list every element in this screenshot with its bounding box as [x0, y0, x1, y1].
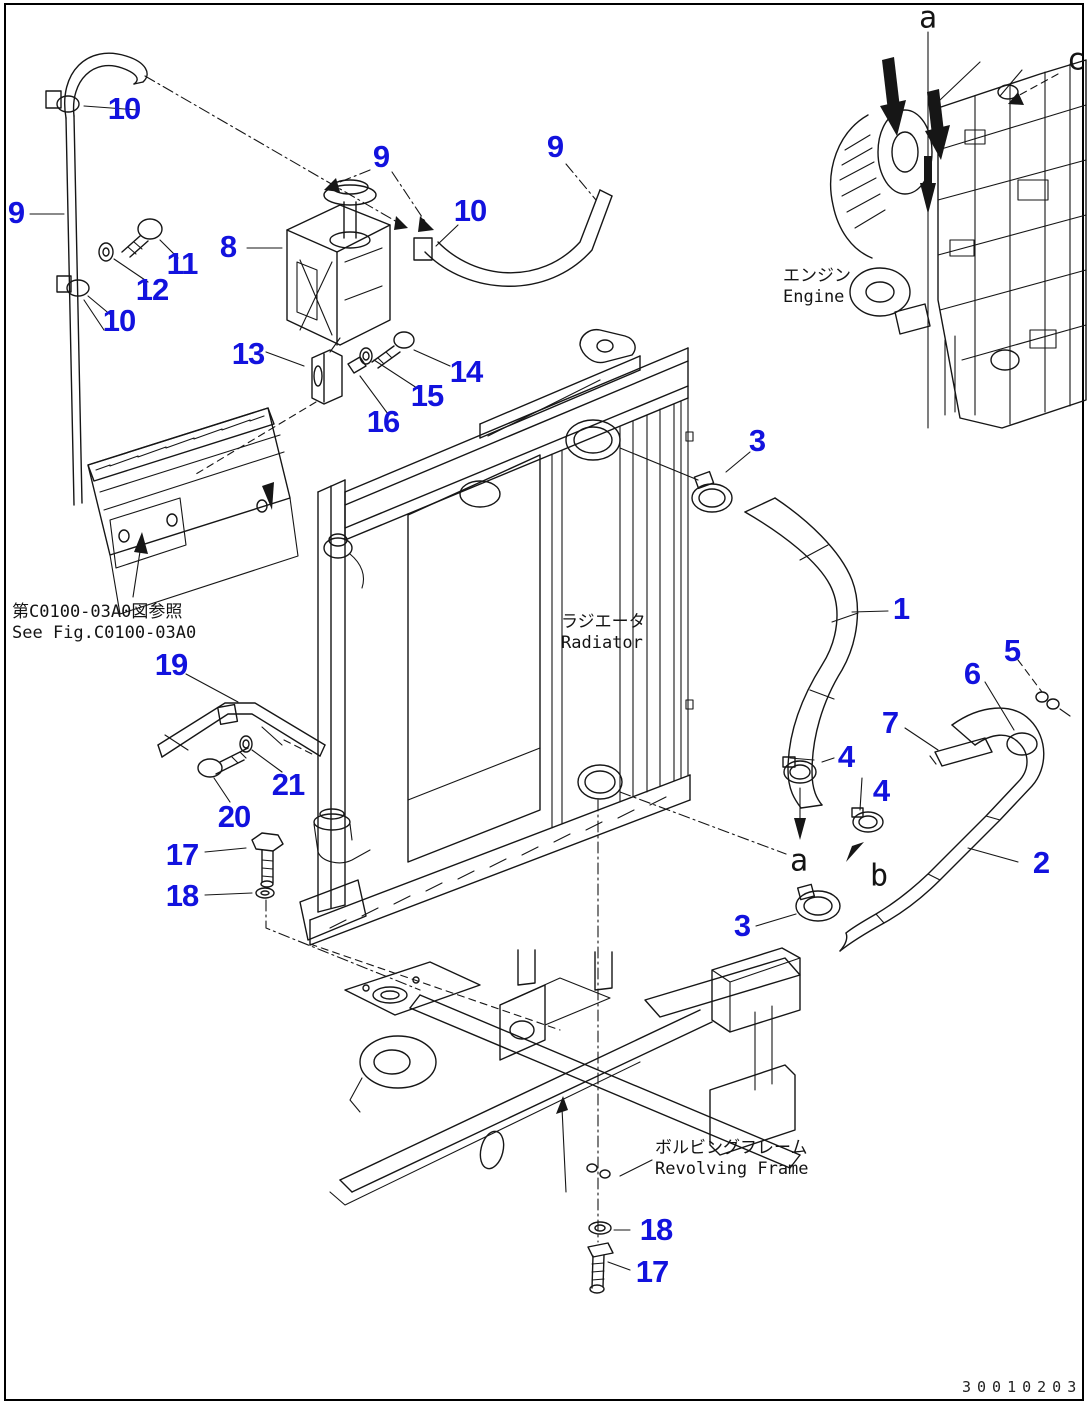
part-callout-4: 4	[837, 739, 855, 774]
ref-letter-b: b	[869, 858, 889, 894]
lower-hose-sketch	[839, 659, 1071, 952]
part-callout-10: 10	[102, 303, 136, 338]
guard-panel-sketch	[87, 407, 299, 615]
part-callout-15: 15	[410, 378, 444, 413]
part-callout-16: 16	[366, 404, 400, 439]
right-tube-sketch	[413, 163, 613, 287]
part-callout-12: 12	[135, 272, 169, 307]
engine-sketch	[829, 31, 1087, 429]
ref-letter-a: a	[918, 0, 938, 36]
part-callout-9: 9	[546, 129, 564, 164]
doc-number: 30010203	[962, 1378, 1083, 1396]
part-callout-18: 18	[639, 1212, 673, 1247]
part-callout-21: 21	[271, 767, 305, 802]
part-callout-14: 14	[449, 354, 483, 389]
ref-letter-a: a	[789, 843, 809, 879]
radiator-label-en: Radiator	[561, 633, 643, 654]
part-callout-20: 20	[217, 799, 251, 834]
mount-parts-sketch	[195, 331, 451, 475]
bracket-parts-sketch	[157, 673, 326, 803]
engine-label-jp: エンジン	[783, 266, 851, 286]
part-callout-2: 2	[1032, 845, 1050, 880]
part-callout-3: 3	[733, 908, 751, 943]
part-callout-18: 18	[165, 878, 199, 913]
bolt17-left-sketch	[204, 832, 421, 991]
part-callout-5: 5	[1003, 633, 1021, 668]
reservoir-tank-sketch	[246, 169, 434, 346]
radiator-label-jp: ラジエータ	[561, 612, 646, 632]
part-callout-9: 9	[7, 195, 25, 230]
part-callout-17: 17	[635, 1254, 669, 1289]
part-callout-13: 13	[231, 336, 265, 371]
part-callout-6: 6	[963, 656, 981, 691]
part-callout-9: 9	[372, 139, 390, 174]
bolt17-bottom-sketch	[587, 1221, 631, 1294]
revolving-frame-label-en: Revolving Frame	[655, 1159, 809, 1180]
part-callout-17: 17	[165, 837, 199, 872]
part-callout-4: 4	[872, 773, 890, 808]
part-callout-19: 19	[154, 647, 188, 682]
upper-hose-sketch	[691, 470, 859, 927]
revolving-frame-sketch	[329, 947, 801, 1206]
part-callout-7: 7	[881, 705, 899, 740]
overflow-tube-sketch	[29, 52, 408, 506]
see-fig-label-en: See Fig.C0100-03A0	[12, 623, 197, 644]
see-fig-label-jp: 第C0100-03A0図参照	[12, 602, 183, 622]
engine-label-en: Engine	[783, 287, 845, 308]
part-callout-1: 1	[892, 591, 910, 626]
ref-letter-c: c	[1066, 42, 1086, 78]
part-callout-10: 10	[453, 193, 487, 228]
part-callout-3: 3	[748, 423, 766, 458]
part-callout-11: 11	[166, 246, 199, 281]
part-callout-10: 10	[107, 91, 141, 126]
part-callout-8: 8	[219, 229, 237, 264]
radiator-sketch	[299, 328, 889, 1243]
revolving-frame-label-jp: ボルビングフレーム	[655, 1138, 808, 1158]
